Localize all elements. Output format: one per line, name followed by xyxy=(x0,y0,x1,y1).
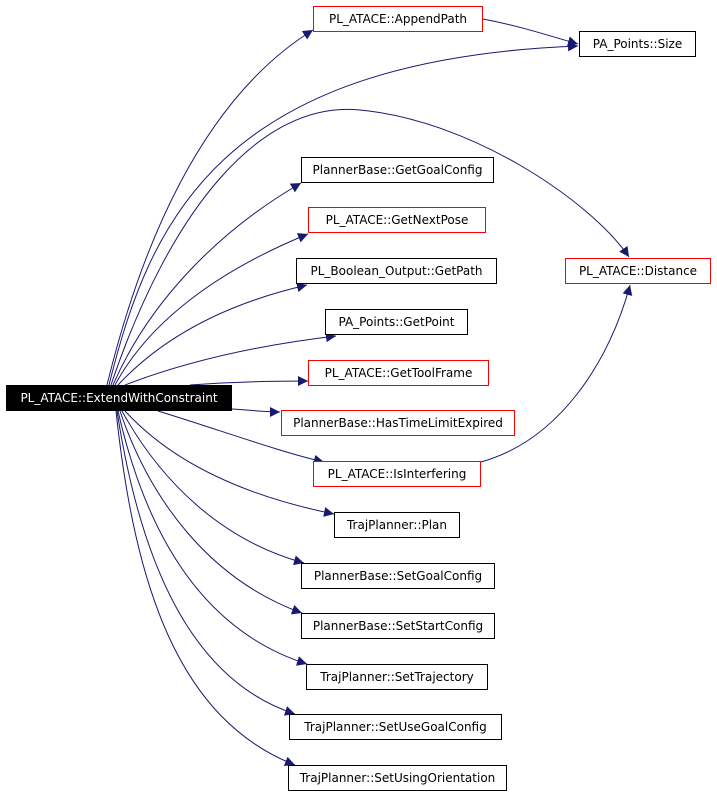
edge-root-to-append-path xyxy=(106,29,314,386)
node-set-trajectory[interactable]: TrajPlanner::SetTrajectory xyxy=(306,664,488,690)
node-append-path[interactable]: PL_ATACE::AppendPath xyxy=(313,6,483,32)
node-get-path[interactable]: PL_Boolean_Output::GetPath xyxy=(296,258,497,284)
edge-root-to-plan xyxy=(124,410,335,517)
node-plan[interactable]: TrajPlanner::Plan xyxy=(334,512,460,538)
node-has-time-limit-expired[interactable]: PlannerBase::HasTimeLimitExpired xyxy=(281,410,515,436)
node-set-using-orientation[interactable]: TrajPlanner::SetUsingOrientation xyxy=(288,765,507,791)
edge-is-interfering-to-distance xyxy=(480,284,633,463)
edge-append-path-to-points-size xyxy=(482,18,579,47)
node-distance[interactable]: PL_ATACE::Distance xyxy=(565,258,711,284)
edge-root-to-get-tool-frame xyxy=(189,376,309,387)
edge-root-to-is-interfering xyxy=(157,410,325,465)
edge-root-to-get-next-pose xyxy=(114,233,309,386)
edge-root-to-get-point xyxy=(124,332,337,386)
node-set-start-config[interactable]: PlannerBase::SetStartConfig xyxy=(301,613,495,639)
edge-root-to-set-trajectory xyxy=(117,410,308,666)
node-get-tool-frame[interactable]: PL_ATACE::GetToolFrame xyxy=(308,360,489,386)
edge-root-to-get-path xyxy=(117,282,308,386)
node-is-interfering[interactable]: PL_ATACE::IsInterfering xyxy=(313,461,481,487)
edge-root-to-set-use-goal-config xyxy=(116,410,296,716)
edge-root-to-set-using-orientation xyxy=(115,410,296,767)
edge-root-to-get-goal-config xyxy=(112,182,302,386)
node-root-extend-with-constraint: PL_ATACE::ExtendWithConstraint xyxy=(6,385,232,411)
node-set-goal-config[interactable]: PlannerBase::SetGoalConfig xyxy=(301,563,495,589)
node-set-use-goal-config[interactable]: TrajPlanner::SetUseGoalConfig xyxy=(289,714,502,740)
node-points-size[interactable]: PA_Points::Size xyxy=(579,31,696,57)
node-get-next-pose[interactable]: PL_ATACE::GetNextPose xyxy=(308,207,486,233)
node-get-goal-config[interactable]: PlannerBase::GetGoalConfig xyxy=(301,157,494,183)
edge-root-to-distance xyxy=(110,108,630,386)
edge-root-to-set-start-config xyxy=(119,410,303,615)
edge-root-to-set-goal-config xyxy=(121,410,305,566)
node-get-point[interactable]: PA_Points::GetPoint xyxy=(325,309,468,335)
edge-root-to-has-time-limit-expired xyxy=(231,406,281,417)
edge-root-to-points-size xyxy=(108,41,579,386)
